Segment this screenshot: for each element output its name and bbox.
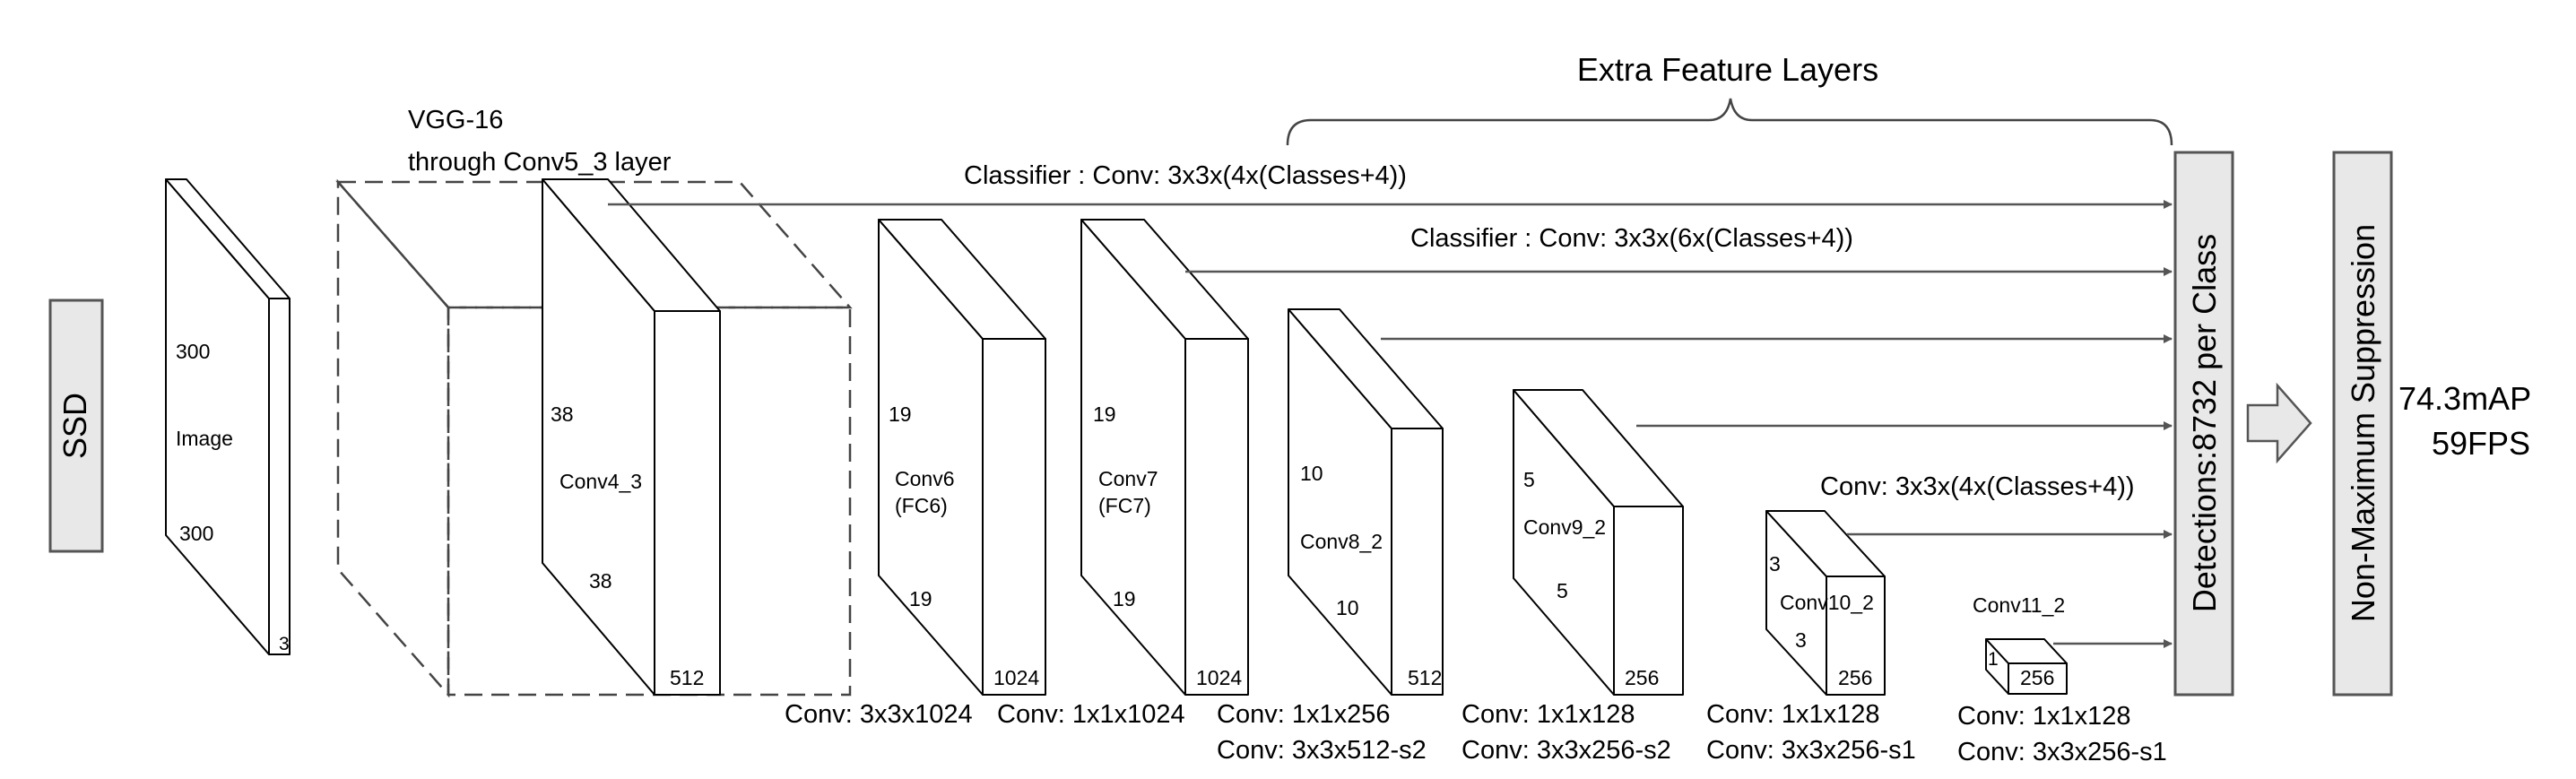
vgg16-title: VGG-16 bbox=[408, 106, 503, 134]
image-width-label: 300 bbox=[179, 522, 213, 545]
extra-layers-title: Extra Feature Layers bbox=[1577, 51, 1878, 88]
conv10-2-label: Conv10_2 bbox=[1780, 591, 1874, 614]
ssd-label: SSD bbox=[56, 393, 93, 459]
result-map: 74.3mAP bbox=[2398, 380, 2531, 417]
conv7-block bbox=[1080, 219, 1249, 696]
image-label: Image bbox=[176, 427, 233, 450]
nms-label: Non-Maximum Suppression bbox=[2345, 224, 2381, 622]
classifier-label-second: Classifier : Conv: 3x3x(6x(Classes+4)) bbox=[1410, 224, 1853, 253]
conv10-2-depth-label: 256 bbox=[1838, 666, 1872, 689]
conv4-3-label: Conv4_3 bbox=[559, 470, 642, 493]
image-block bbox=[165, 178, 291, 655]
conv7-width-label: 19 bbox=[1113, 587, 1136, 610]
conv9-2-width-label: 5 bbox=[1557, 579, 1568, 602]
vgg16-subtitle: through Conv5_3 layer bbox=[408, 148, 672, 177]
conv7-caption: Conv: 1x1x1024 bbox=[997, 700, 1185, 729]
extra-layers-brace bbox=[1286, 98, 2173, 146]
conv7-depth-label: 1024 bbox=[1196, 666, 1242, 689]
conv10-caption-2: Conv: 3x3x256-s1 bbox=[1706, 736, 1916, 765]
conv8-2-width-label: 10 bbox=[1336, 596, 1359, 619]
conv6-height-label: 19 bbox=[889, 402, 912, 426]
ssd-box bbox=[48, 299, 104, 553]
conv11-2-depth-label: 256 bbox=[2020, 666, 2054, 689]
conv6-block bbox=[878, 219, 1046, 696]
conv6-width-label: 19 bbox=[909, 587, 932, 610]
conv9-2-depth-label: 256 bbox=[1625, 666, 1659, 689]
conv9-2-height-label: 5 bbox=[1523, 468, 1535, 491]
conv10-2-width-label: 3 bbox=[1795, 628, 1807, 652]
image-depth-label: 3 bbox=[279, 634, 290, 654]
conv11-caption-2: Conv: 3x3x256-s1 bbox=[1957, 738, 2167, 766]
conv6-depth-label: 1024 bbox=[993, 666, 1039, 689]
conv8-caption-2: Conv: 3x3x512-s2 bbox=[1217, 736, 1427, 765]
conv8-2-label: Conv8_2 bbox=[1300, 530, 1383, 553]
result-fps: 59FPS bbox=[2432, 425, 2530, 462]
conv10-caption-1: Conv: 1x1x128 bbox=[1706, 700, 1879, 729]
conv6-sub-label: (FC6) bbox=[895, 494, 948, 517]
detections-label: Detections:8732 per Class bbox=[2186, 234, 2223, 612]
nms-box bbox=[2332, 151, 2393, 697]
conv7-sub-label: (FC7) bbox=[1098, 494, 1151, 517]
conv4-3-width-label: 38 bbox=[589, 569, 612, 593]
conv11-caption-1: Conv: 1x1x128 bbox=[1957, 702, 2130, 731]
conv9-caption-2: Conv: 3x3x256-s2 bbox=[1461, 736, 1671, 765]
conv6-caption: Conv: 3x3x1024 bbox=[785, 700, 973, 729]
conv9-2-block bbox=[1513, 389, 1684, 696]
conv6-label: Conv6 bbox=[895, 467, 954, 490]
conv11-2-label: Conv11_2 bbox=[1973, 593, 2065, 617]
conv11-2-block bbox=[1985, 638, 2068, 695]
conv11-2-height-label: 1 bbox=[1988, 649, 1999, 670]
conv7-label: Conv7 bbox=[1098, 467, 1158, 490]
conv4-3-block bbox=[542, 178, 721, 696]
classifier-label-small: Conv: 3x3x(4x(Classes+4)) bbox=[1820, 472, 2135, 501]
conv4-3-depth-label: 512 bbox=[670, 666, 704, 689]
conv10-2-block bbox=[1765, 510, 1886, 696]
conv7-height-label: 19 bbox=[1093, 402, 1116, 426]
nms-arrow-icon bbox=[2246, 382, 2312, 464]
conv9-2-label: Conv9_2 bbox=[1523, 515, 1606, 539]
conv8-caption-1: Conv: 1x1x256 bbox=[1217, 700, 1390, 729]
conv8-2-block bbox=[1288, 308, 1444, 696]
detections-box bbox=[2173, 151, 2234, 697]
image-height-label: 300 bbox=[176, 340, 210, 363]
conv9-caption-1: Conv: 1x1x128 bbox=[1461, 700, 1635, 729]
conv8-2-height-label: 10 bbox=[1300, 462, 1323, 485]
conv10-2-height-label: 3 bbox=[1769, 552, 1781, 576]
conv8-2-depth-label: 512 bbox=[1408, 666, 1442, 689]
conv4-3-height-label: 38 bbox=[551, 402, 574, 426]
classifier-label-top: Classifier : Conv: 3x3x(4x(Classes+4)) bbox=[964, 161, 1407, 190]
